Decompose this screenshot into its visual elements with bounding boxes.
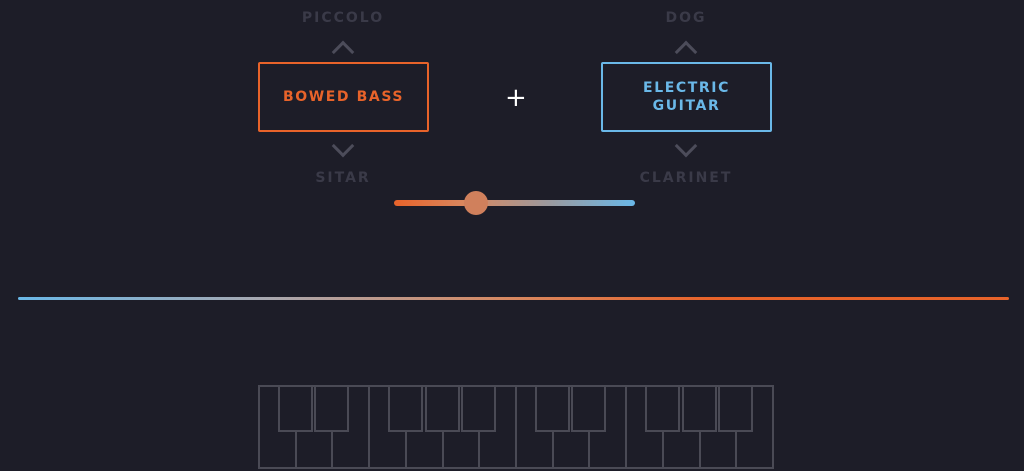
black-key[interactable] (277, 385, 313, 432)
black-key[interactable] (461, 385, 497, 432)
right-instrument-name: ELECTRIC GUITAR (643, 80, 730, 114)
left-instrument-name: BOWED BASS (282, 89, 405, 105)
plus-icon: + (505, 83, 527, 113)
black-key[interactable] (681, 385, 717, 432)
waveform-line (18, 297, 1009, 300)
black-key[interactable] (534, 385, 570, 432)
right-chevron-up-icon[interactable] (674, 40, 698, 64)
right-next-instrument-label[interactable]: CLARINET (639, 170, 733, 186)
left-chevron-down-icon[interactable] (331, 134, 355, 158)
black-key[interactable] (718, 385, 754, 432)
right-prev-instrument-label[interactable]: DOG (665, 10, 707, 26)
black-key[interactable] (314, 385, 350, 432)
piano-keyboard (258, 385, 774, 471)
black-key[interactable] (387, 385, 423, 432)
mix-slider-track[interactable] (394, 200, 635, 206)
right-instrument-box[interactable]: ELECTRIC GUITAR (601, 62, 772, 132)
left-chevron-up-icon[interactable] (331, 40, 355, 64)
left-instrument-box[interactable]: BOWED BASS (258, 62, 429, 132)
right-chevron-down-icon[interactable] (674, 134, 698, 158)
left-prev-instrument-label[interactable]: PICCOLO (301, 10, 385, 26)
black-key[interactable] (571, 385, 607, 432)
left-next-instrument-label[interactable]: SITAR (315, 170, 371, 186)
mix-slider-thumb[interactable] (463, 191, 488, 215)
black-key[interactable] (424, 385, 460, 432)
black-key[interactable] (644, 385, 680, 432)
